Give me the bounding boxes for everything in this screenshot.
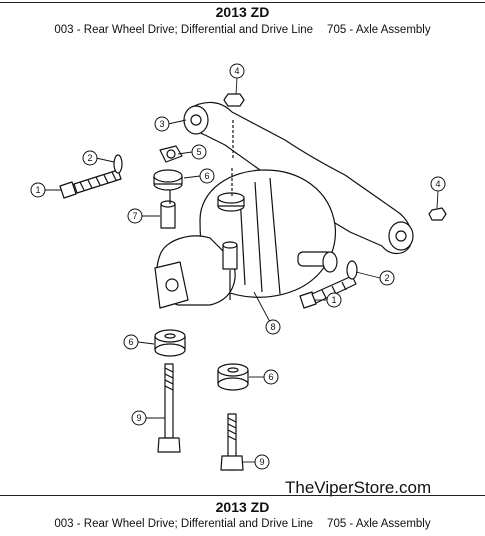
callout-2-right: 2 xyxy=(379,270,395,286)
svg-text:8: 8 xyxy=(270,322,275,332)
callout-9-left: 9 xyxy=(131,410,147,426)
watermark-text: TheViperStore.com xyxy=(285,478,432,497)
lower-isolator-right xyxy=(217,363,249,391)
callout-8: 8 xyxy=(265,319,281,335)
footer-section-label: 003 - Rear Wheel Drive; Differential and… xyxy=(54,518,314,530)
callout-7: 7 xyxy=(127,208,143,224)
page-title: 2013 ZD xyxy=(215,4,270,20)
footer-title: 2013 ZD xyxy=(215,499,270,515)
spacer-sleeve-inner xyxy=(222,244,238,270)
svg-text:2: 2 xyxy=(384,273,389,283)
callout-6-upper: 6 xyxy=(199,168,215,184)
svg-text:9: 9 xyxy=(259,457,264,467)
pinion-yoke-bolt xyxy=(165,278,179,292)
long-bolt-left xyxy=(157,363,181,453)
svg-text:6: 6 xyxy=(204,171,209,181)
axle-flange-right xyxy=(322,251,338,273)
footer-subtitle: 003 - Rear Wheel Drive; Differential and… xyxy=(0,518,485,530)
svg-text:6: 6 xyxy=(268,372,273,382)
svg-text:2: 2 xyxy=(87,153,92,163)
lower-isolator-left xyxy=(154,329,186,357)
svg-text:4: 4 xyxy=(234,66,239,76)
callout-1-left: 1 xyxy=(30,182,46,198)
callout-2-left: 2 xyxy=(82,150,98,166)
callout-3: 3 xyxy=(154,116,170,132)
svg-text:6: 6 xyxy=(128,337,133,347)
callout-6-lower-right: 6 xyxy=(263,369,279,385)
washer-upper-left xyxy=(113,154,123,174)
page-subtitle: 003 - Rear Wheel Drive; Differential and… xyxy=(0,24,485,36)
svg-text:1: 1 xyxy=(331,295,336,305)
footer-group-label: 705 - Axle Assembly xyxy=(327,518,431,530)
top-rule xyxy=(0,2,485,3)
svg-text:9: 9 xyxy=(136,413,141,423)
callout-1-right: 1 xyxy=(326,292,342,308)
washer-lower-right xyxy=(346,260,358,280)
callout-6-lower-left: 6 xyxy=(123,334,139,350)
callout-4-right: 4 xyxy=(430,176,446,192)
nut-right xyxy=(428,207,447,221)
svg-text:7: 7 xyxy=(132,211,137,221)
nut-top xyxy=(223,93,245,107)
long-bolt-right xyxy=(220,413,244,471)
callout-9-right: 9 xyxy=(254,454,270,470)
bottom-rule xyxy=(0,495,485,496)
callout-5: 5 xyxy=(191,144,207,160)
svg-text:1: 1 xyxy=(35,185,40,195)
group-label: 705 - Axle Assembly xyxy=(327,24,431,36)
svg-text:5: 5 xyxy=(196,147,201,157)
section-label: 003 - Rear Wheel Drive; Differential and… xyxy=(54,24,314,36)
svg-text:3: 3 xyxy=(159,119,164,129)
bolt-upper-left xyxy=(59,169,122,199)
svg-text:4: 4 xyxy=(435,179,440,189)
spacer-sleeve xyxy=(160,203,176,229)
callout-4-top: 4 xyxy=(229,63,245,79)
